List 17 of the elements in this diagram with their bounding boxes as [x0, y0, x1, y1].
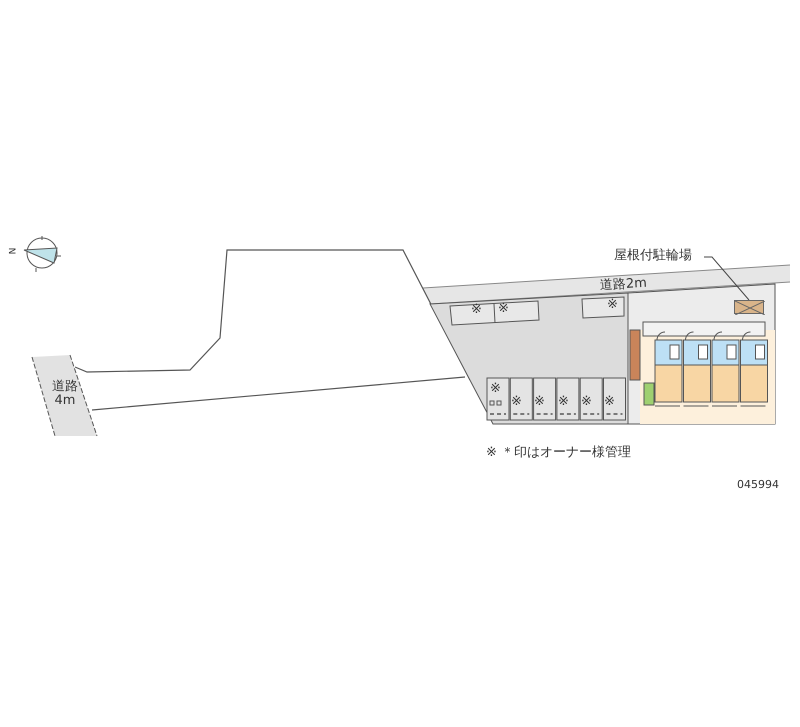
leader-line — [704, 256, 750, 300]
note-text: ※ ＊印はオーナー様管理 — [486, 446, 632, 460]
parking-mark: ※ — [534, 395, 545, 410]
parking-mark: ※ — [607, 298, 618, 312]
road-label: 道路2m — [600, 276, 648, 294]
parking-mark: ※ — [581, 395, 592, 410]
parking-mark: ※ — [558, 395, 569, 410]
drawing-number: 045994 — [737, 479, 779, 492]
parking-mark: ※ — [471, 303, 482, 318]
area-label: 屋根付駐輪場 — [614, 249, 692, 264]
road-label: 道路4m — [51, 380, 79, 409]
compass-letter: N — [9, 248, 20, 254]
parking-mark: ※ — [498, 302, 509, 316]
parking-mark: ※ — [604, 395, 615, 410]
parking-mark: ※ — [511, 395, 522, 410]
bicycle-parking-box — [734, 300, 764, 314]
parking-mark: ※ — [490, 382, 501, 396]
